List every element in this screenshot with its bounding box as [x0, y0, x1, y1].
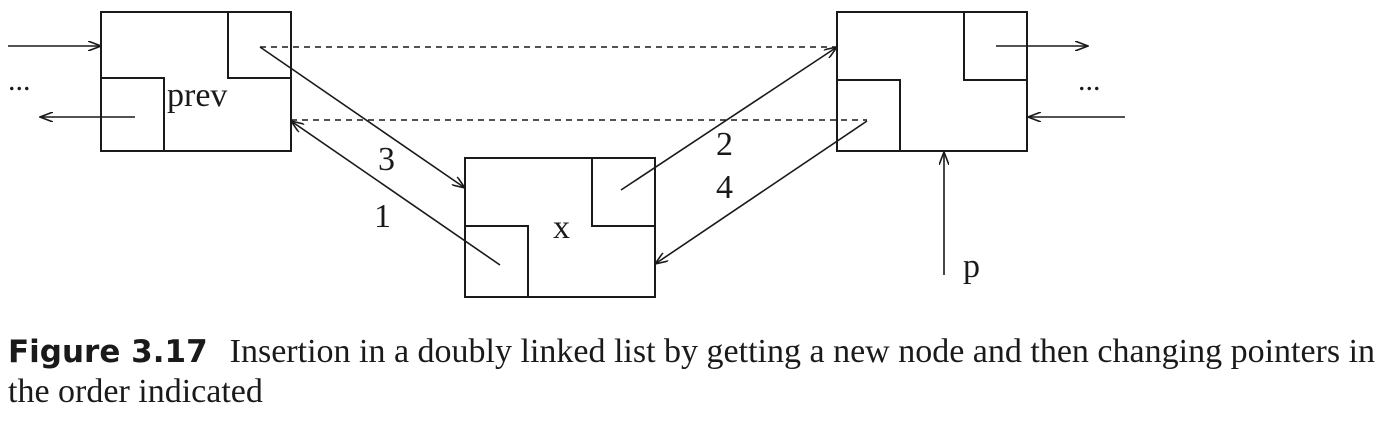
node-prev-next-field	[227, 12, 291, 79]
pointer-p-label: p	[963, 248, 980, 285]
ellipsis-right: ...	[1078, 64, 1101, 97]
node-x-label: x	[553, 209, 570, 246]
node-right	[836, 11, 1028, 152]
pointer-change-4-arrow	[655, 120, 868, 264]
step-label-1: 1	[374, 198, 391, 235]
figure-label: Figure 3.17	[8, 334, 208, 370]
node-prev-label: prev	[167, 77, 227, 114]
step-label-4: 4	[716, 169, 733, 206]
caption-text: Insertion in a doubly linked list by get…	[8, 333, 1376, 410]
node-right-next-field	[963, 12, 1027, 81]
node-prev-prev-field	[101, 77, 165, 151]
pointer-change-3-arrow	[259, 46, 465, 188]
step-label-3: 3	[378, 141, 395, 178]
node-prev	[100, 11, 292, 152]
node-right-box	[836, 11, 1028, 152]
step-label-2: 2	[716, 126, 733, 163]
linked-list-diagram: prev x p ... ... 1 2 3 4	[8, 11, 1125, 298]
pointer-change-1-arrow	[291, 121, 501, 266]
node-x-box	[464, 157, 656, 298]
node-x-prev-field	[465, 225, 529, 297]
node-prev-box	[100, 11, 292, 152]
node-x	[464, 157, 656, 298]
node-right-prev-field	[837, 79, 901, 151]
ellipsis-left: ...	[8, 64, 31, 97]
pointer-change-2-arrow	[620, 47, 837, 191]
node-x-next-field	[591, 158, 655, 227]
